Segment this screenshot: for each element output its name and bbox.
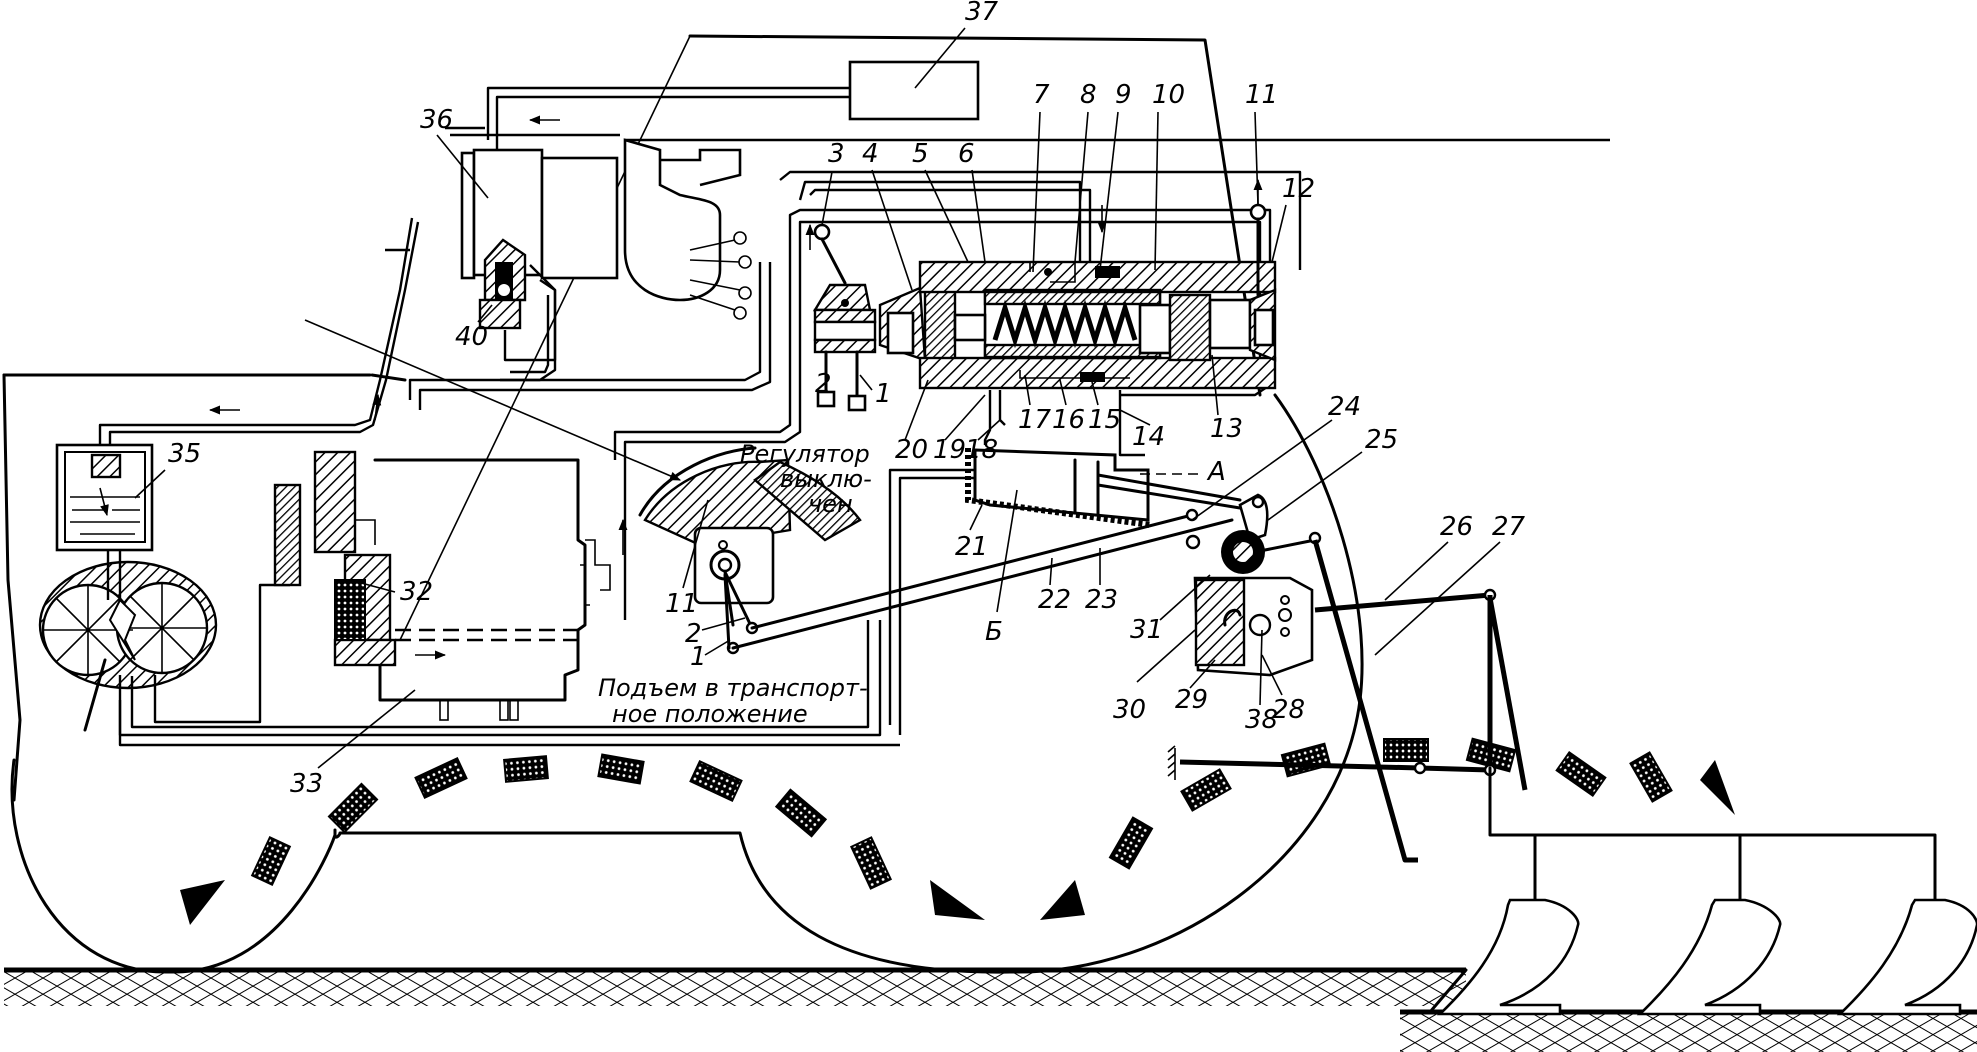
label-32: 32 [400,577,433,607]
lift-linkage: 22 23 24 25 26 27 28 29 30 31 38 [731,392,1528,863]
gear-pump [38,560,218,732]
label-25: 25 [1365,425,1398,455]
oil-tank: 35 [55,439,201,552]
label-36-valve-40: 40 [455,322,488,352]
label-35: 35 [168,439,201,469]
label-28: 28 [1272,695,1305,725]
label-30: 30 [1113,695,1146,725]
label-16: 16 [1052,405,1085,435]
flow-arrow-left [180,880,225,925]
label-36: 36 [420,105,453,135]
label-11: 11 [1245,80,1278,110]
flow-arrow-right [1700,760,1735,815]
label-10: 10 [1152,80,1185,110]
label-15: 15 [1088,405,1121,435]
plow-body-1 [1436,898,1580,1016]
caption-regulator-line3: чен [808,490,853,518]
label-37: 37 [965,0,999,27]
label-29: 29 [1175,685,1208,715]
plow-body-3 [1836,898,1977,1016]
label-13: 13 [1210,414,1243,444]
label-31: 31 [1130,615,1163,645]
label-17: 17 [1018,405,1052,435]
label-5: 5 [912,139,929,169]
caption-regulator-line1: Регулятор [740,440,870,468]
caption-transport-line2: ное положение [612,700,808,728]
label-9: 9 [1115,80,1132,110]
label-chamber-B: Б [985,617,1003,647]
cab-equipment: 40 36 37 [304,0,999,481]
label-4: 4 [862,139,879,169]
label-valve-1: 1 [875,379,892,409]
label-regulator-11: 11 [665,589,698,619]
label-38: 38 [1245,705,1278,735]
label-3: 3 [828,139,845,169]
flow-arrow-center-left [930,880,985,920]
label-21: 21 [955,532,988,562]
label-regulator-1: 1 [690,642,707,672]
regulator-sector: 11 2 1 Регулятор выклю- чен Подъем в тра… [598,440,872,728]
label-33: 33 [290,769,323,799]
label-26: 26 [1440,512,1473,542]
label-23: 23 [1085,585,1118,615]
plow-body-2 [1636,898,1782,1016]
label-27: 27 [1492,512,1526,542]
caption-transport-line1: Подъем в транспорт- [598,674,868,702]
label-6: 6 [958,139,975,169]
caption-regulator-line2: выклю- [780,465,872,493]
label-12: 12 [1282,174,1315,204]
label-22: 22 [1038,585,1071,615]
distributor-housing: 32 33 [273,450,611,799]
label-7: 7 [1033,80,1050,110]
label-18: 18 [965,435,998,465]
label-24: 24 [1328,392,1361,422]
tractor-body [2,34,1364,974]
plow [1436,766,1977,1016]
label-19: 19 [933,435,966,465]
label-8: 8 [1080,80,1097,110]
label-20: 20 [895,435,928,465]
label-valve-2: 2 [815,369,832,399]
label-point-A: A [1206,457,1226,487]
label-regulator-2: 2 [685,619,702,649]
label-14: 14 [1132,422,1165,452]
flow-arrow-center-right [1040,880,1085,920]
flow-path-dashes [180,737,1735,925]
spool-valve-assembly: 3 4 5 6 7 8 9 10 11 12 13 14 15 16 17 18… [812,80,1315,647]
